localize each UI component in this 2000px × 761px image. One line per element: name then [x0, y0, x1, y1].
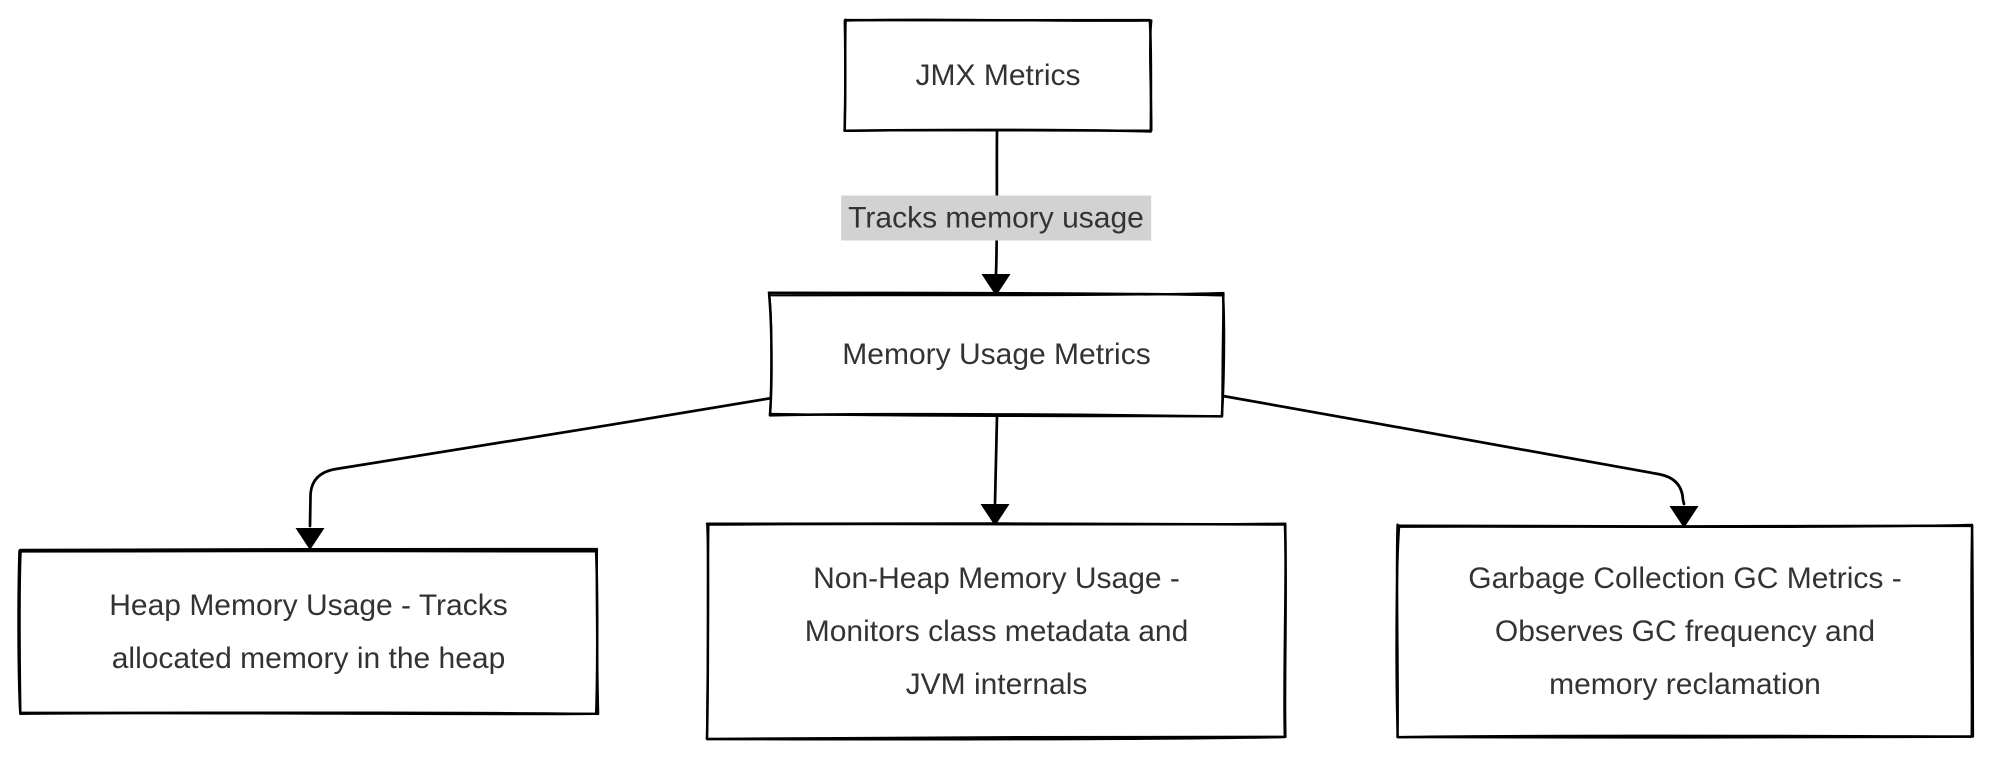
- node-jmx-metrics-border-stroke2: [843, 18, 1153, 132]
- node-non-heap-memory-usage-border-stroke2: [706, 522, 1287, 741]
- node-memory-usage-metrics-border-stroke2: [768, 291, 1225, 418]
- edge-memory-to-gc-arrowhead-icon: [1669, 506, 1699, 528]
- node-non-heap-memory-usage-border-stroke1: [705, 522, 1288, 741]
- edge-memory-to-nonheap-arrowhead-icon: [980, 504, 1010, 526]
- node-garbage-collection-gc-metrics-border: [1395, 523, 1975, 739]
- node-memory-usage-metrics-border: [767, 291, 1226, 418]
- edge-memory-to-heap-line: [308, 396, 774, 528]
- node-heap-memory-usage-border: [17, 547, 600, 716]
- edge-memory-to-nonheap: [980, 414, 1010, 526]
- node-jmx-metrics-border-stroke1: [843, 18, 1153, 133]
- edge-jmx-to-memory-arrowhead-icon: [981, 274, 1011, 296]
- edge-memory-to-heap-arrowhead-icon: [295, 528, 325, 550]
- node-garbage-collection-gc-metrics-border-stroke1: [1395, 523, 1975, 739]
- node-heap-memory-usage-border-stroke1: [17, 549, 599, 716]
- node-jmx-metrics-border: [843, 18, 1153, 133]
- edge-label-tracks-memory-usage: Tracks memory usage: [841, 195, 1151, 241]
- edge-memory-to-gc: [1221, 394, 1699, 528]
- node-non-heap-memory-usage-border: [705, 522, 1288, 741]
- node-heap-memory-usage-border-stroke2: [18, 547, 600, 716]
- edge-memory-to-nonheap-line: [993, 414, 999, 505]
- edge-memory-to-gc-line: [1221, 394, 1686, 506]
- edge-memory-to-heap: [295, 396, 774, 550]
- node-memory-usage-metrics-border-stroke1: [767, 291, 1226, 418]
- node-garbage-collection-gc-metrics-border-stroke2: [1395, 523, 1974, 739]
